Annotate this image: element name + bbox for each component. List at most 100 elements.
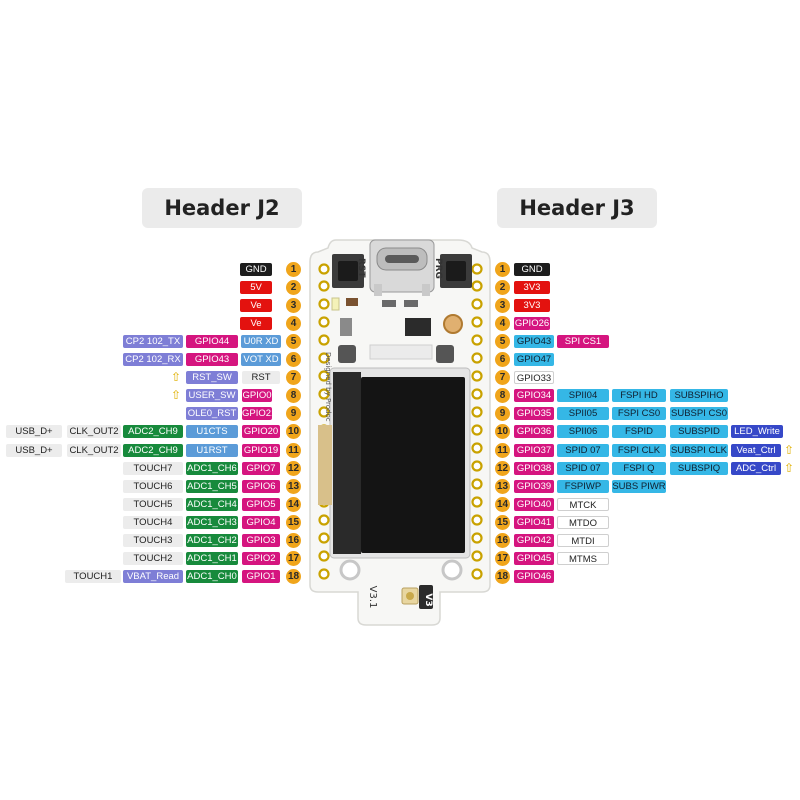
- j3-pin-8-label: GPIO34: [514, 389, 554, 403]
- j3-pin-number: 17: [495, 550, 510, 566]
- j2-pin-16-label: ADC1_CH2: [186, 533, 238, 547]
- j2-pin-17-label: TOUCH2: [123, 551, 183, 565]
- j3-pin-15-label: GPIO41: [514, 515, 554, 529]
- j2-pin-row-9: OLE0_RSTGPIO219: [0, 406, 800, 422]
- j3-pin-number: 16: [495, 532, 510, 548]
- j2-pin-number: 9: [286, 406, 301, 422]
- j2-pin-11-label: CLK_OUT2: [67, 443, 121, 457]
- j3-pin-8-label: FSPI HD: [612, 389, 666, 403]
- j3-pin-number: 11: [495, 442, 510, 458]
- j3-pin-9-label: GPIO35: [514, 407, 554, 421]
- j3-pin-6-label: GPIO47: [514, 353, 554, 367]
- j2-pin-15-label: ADC1_CH3: [186, 515, 238, 529]
- j2-pin-14-label: GPIO5: [242, 497, 280, 511]
- j2-pin-10-label: CLK_OUT2: [67, 425, 121, 439]
- j2-pin-18-label: TOUCH1: [65, 569, 121, 583]
- j3-pin-number: 7: [495, 370, 510, 386]
- j3-pin-12-label: ADC_Ctrl: [731, 461, 781, 475]
- j2-pin-number: 15: [286, 514, 301, 530]
- j2-pin-16-label: TOUCH3: [123, 533, 183, 547]
- j3-pin-17-label: GPIO45: [514, 551, 554, 565]
- j2-pin-6-label: VOT XD: [241, 353, 281, 367]
- oled-screen: [361, 377, 465, 553]
- j2-pin-11-label: GPIO19: [242, 443, 280, 457]
- j3-pin-number: 1: [495, 262, 510, 277]
- j3-pin-5-label: GPIO43: [514, 335, 554, 349]
- up-arrow-icon: ⇧: [170, 370, 182, 385]
- j2-pin-7-label: RST: [242, 371, 280, 385]
- j3-pin-13-label: SUBS PIWR: [612, 479, 666, 493]
- j3-pin-8-label: SUBSPIHO: [670, 389, 728, 403]
- j3-pin-3-label: 3V3: [514, 299, 550, 313]
- j2-pin-5-label: U0R XD: [241, 335, 281, 349]
- j2-pin-number: 3: [286, 298, 301, 314]
- j3-pin-18-label: GPIO46: [514, 569, 554, 583]
- j2-pin-number: 10: [286, 424, 301, 440]
- j3-pin-number: 12: [495, 460, 510, 476]
- j2-pin-15-label: TOUCH4: [123, 515, 183, 529]
- j2-pin-10-label: U1CTS: [186, 425, 238, 439]
- j3-pin-10-label: SUBSPID: [670, 425, 728, 439]
- pin-holes-right: [471, 263, 483, 580]
- up-arrow-icon: ⇧: [170, 388, 182, 403]
- j3-pin-16-label: GPIO42: [514, 533, 554, 547]
- j2-pin-2-label: 5V: [240, 281, 272, 295]
- j3-pin-number: 10: [495, 424, 510, 440]
- j2-pin-number: 5: [286, 334, 301, 350]
- j3-pin-9-label: FSPI CS0: [612, 407, 666, 421]
- j2-pin-12-label: TOUCH7: [123, 461, 183, 475]
- j3-pin-15-label: MTDO: [557, 515, 609, 529]
- j2-pin-11-label: USB_D+: [6, 443, 62, 457]
- j2-pin-row-3: Ve 3: [0, 298, 800, 314]
- j2-pin-14-label: TOUCH5: [123, 497, 183, 511]
- j3-pin-10-label: FSPID: [612, 425, 666, 439]
- j2-pin-number: 7: [286, 370, 301, 386]
- j3-pin-number: 9: [495, 406, 510, 422]
- j2-pin-9-label: OLE0_RST: [186, 407, 238, 421]
- j3-pin-13-label: FSPIWP: [557, 479, 609, 493]
- j2-pin-11-label: U1RST: [186, 443, 238, 457]
- j3-pin-number: 14: [495, 496, 510, 512]
- j2-pin-12-label: GPIO7: [242, 461, 280, 475]
- j2-pin-13-label: TOUCH6: [123, 479, 183, 493]
- j2-pin-number: 12: [286, 460, 301, 476]
- j2-pin-number: 6: [286, 352, 301, 368]
- rst-button-graphic: [332, 254, 364, 288]
- j3-pin-number: 5: [495, 334, 510, 350]
- j2-pin-5-label: GPIO44: [186, 335, 238, 349]
- j2-pin-number: 1: [286, 262, 301, 277]
- j2-pin-3-label: Ve: [240, 299, 272, 313]
- j3-pin-14-label: MTCK: [557, 497, 609, 511]
- j2-pin-10-label: USB_D+: [6, 425, 62, 439]
- prg-button-graphic: [440, 254, 472, 288]
- j2-pin-number: 11: [286, 442, 301, 458]
- antenna-label: V3: [423, 593, 433, 606]
- j2-pin-number: 17: [286, 550, 301, 566]
- j3-pin-17-label: MTMS: [557, 551, 609, 565]
- j3-pin-12-label: FSPI Q: [612, 461, 666, 475]
- j2-pin-6-label: CP2 102_RX: [123, 353, 183, 367]
- j2-pin-8-label: GPIO0: [242, 389, 272, 403]
- j3-pin-2-label: 3V3: [514, 281, 550, 295]
- j3-pin-number: 8: [495, 388, 510, 404]
- up-arrow-icon: ⇧: [783, 442, 795, 457]
- j3-pin-number: 15: [495, 514, 510, 530]
- j3-pin-row-6: GPIO47 6: [0, 352, 800, 368]
- j3-pin-5-label: SPI CS1: [557, 335, 609, 349]
